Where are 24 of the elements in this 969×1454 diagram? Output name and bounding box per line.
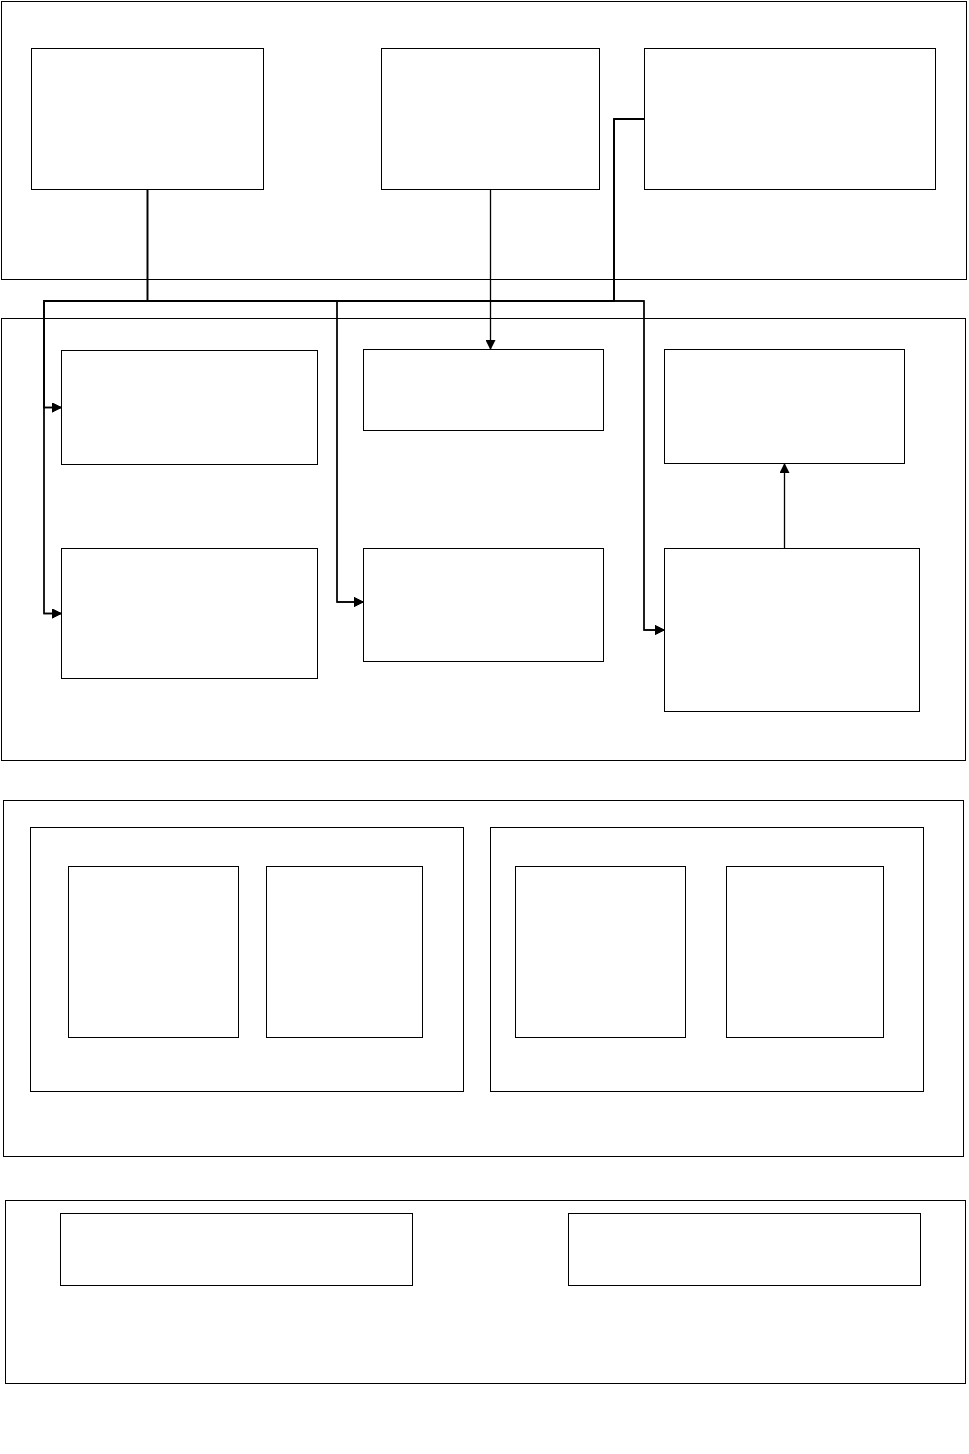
empty-box bbox=[60, 547, 318, 679]
empty-box bbox=[362, 547, 604, 662]
arrow bbox=[613, 118, 665, 635]
empty-box bbox=[663, 547, 920, 712]
empty-box bbox=[515, 866, 686, 1038]
empty-box bbox=[30, 47, 264, 190]
group-frame bbox=[1, 318, 966, 761]
group-frame bbox=[1, 1, 967, 280]
empty-box bbox=[59, 1212, 413, 1286]
empty-box bbox=[663, 348, 905, 464]
arrow bbox=[779, 463, 790, 549]
group-frame bbox=[29, 826, 464, 1092]
group-frame bbox=[3, 800, 964, 1157]
empty-box bbox=[567, 1212, 921, 1286]
arrow bbox=[485, 189, 496, 350]
empty-box bbox=[643, 47, 936, 190]
empty-box bbox=[380, 47, 600, 190]
group-frame bbox=[5, 1200, 966, 1384]
empty-box bbox=[68, 866, 239, 1038]
empty-box bbox=[60, 349, 318, 465]
group-frame bbox=[489, 826, 924, 1092]
empty-box bbox=[266, 866, 423, 1038]
empty-box bbox=[726, 866, 884, 1038]
empty-box bbox=[362, 348, 604, 431]
